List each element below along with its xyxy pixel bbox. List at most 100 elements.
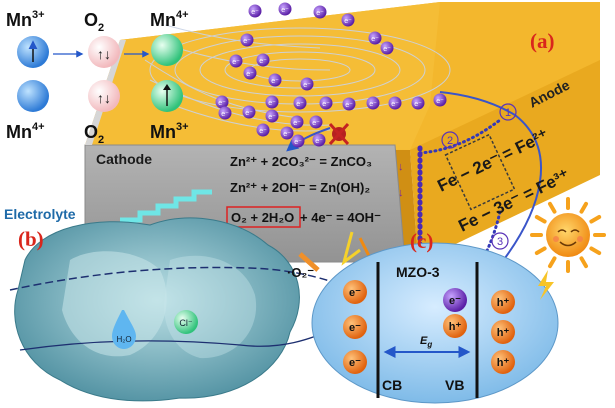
mn4-sphere-top xyxy=(151,34,183,66)
cb-electron-1: e⁻ xyxy=(343,280,367,304)
sun-ray-4 xyxy=(548,256,557,269)
o2-sphere-top xyxy=(88,36,120,68)
electron-19: e⁻ xyxy=(433,93,447,107)
charge-carriers: e⁻ e⁻ e⁻ e⁻ h⁺ h⁺ h⁺ h⁺ xyxy=(343,280,515,374)
panel-label-c: (c) xyxy=(410,229,433,253)
anode-edge xyxy=(395,150,418,262)
svg-text:e⁻: e⁻ xyxy=(283,131,291,138)
mn3-label-top: Mn3+ xyxy=(6,9,45,30)
electron-20: e⁻ xyxy=(215,95,229,109)
svg-text:e⁻: e⁻ xyxy=(344,18,352,25)
o2-sphere-bottom xyxy=(88,80,120,112)
staircase xyxy=(120,189,212,223)
vb-label: VB xyxy=(445,377,464,393)
svg-text:e⁻: e⁻ xyxy=(322,101,330,108)
electron-7: e⁻ xyxy=(229,54,243,68)
svg-text:2: 2 xyxy=(447,135,453,147)
cb-electron-2: e⁻ xyxy=(343,315,367,339)
electron-28: e⁻ xyxy=(256,123,270,137)
electron-14: e⁻ xyxy=(319,96,333,110)
svg-text:1: 1 xyxy=(505,107,511,119)
svg-text:e⁻: e⁻ xyxy=(221,111,229,118)
electron-23: e⁻ xyxy=(265,109,279,123)
mn4-label-bottom: Mn4+ xyxy=(6,121,45,142)
electron-5: e⁻ xyxy=(380,41,394,55)
spin-state-diagram: Mn3+ O2 Mn4+ ↑↓ ↑↓ Mn4+ O2 Mn3+ xyxy=(6,9,189,146)
reaction-zinc-carbonate: Zn²⁺ + 2CO₃²⁻ = ZnCO₃ xyxy=(230,154,372,169)
svg-text:e⁻: e⁻ xyxy=(268,114,276,121)
electron-10: e⁻ xyxy=(268,73,282,87)
electron-0: e⁻ xyxy=(248,4,262,18)
svg-text:3: 3 xyxy=(497,236,503,248)
svg-text:h⁺: h⁺ xyxy=(497,357,510,369)
svg-text:e⁻: e⁻ xyxy=(281,7,289,14)
electrolyte-label: Electrolyte xyxy=(4,206,76,222)
svg-text:e⁻: e⁻ xyxy=(271,78,279,85)
electron-3: e⁻ xyxy=(341,13,355,27)
electron-path-branch xyxy=(286,127,331,152)
svg-text:e⁻: e⁻ xyxy=(369,101,377,108)
panel-label-b: (b) xyxy=(18,227,44,251)
svg-text:h⁺: h⁺ xyxy=(497,297,510,309)
sun-ray-8 xyxy=(548,201,557,214)
svg-text:e⁻: e⁻ xyxy=(243,38,251,45)
electron-cluster: e⁻e⁻e⁻e⁻e⁻e⁻e⁻e⁻e⁻e⁻e⁻e⁻e⁻e⁻e⁻e⁻e⁻e⁻e⁻e⁻… xyxy=(215,2,447,148)
mn4-sphere-bottom xyxy=(17,80,49,112)
electron-27: e⁻ xyxy=(312,133,326,147)
gap-hole: h⁺ xyxy=(443,314,467,338)
panel-label-a: (a) xyxy=(530,29,555,53)
reaction-zinc-hydroxide: Zn²⁺ + 2OH⁻ = Zn(OH)₂ xyxy=(230,180,370,195)
svg-text:↑↓: ↑↓ xyxy=(97,46,111,62)
electron-4: e⁻ xyxy=(368,31,382,45)
svg-text:e⁻: e⁻ xyxy=(245,110,253,117)
svg-text:h⁺: h⁺ xyxy=(497,327,510,339)
svg-text:e⁻: e⁻ xyxy=(316,10,324,17)
lightning-bolt-icon xyxy=(538,270,554,300)
sun-ray-10 xyxy=(579,201,588,214)
blocked-marker xyxy=(328,122,350,146)
svg-text:↑↓: ↑↓ xyxy=(97,90,111,106)
svg-text:e⁻: e⁻ xyxy=(315,138,323,145)
precipitate-arrow-1: ↓ xyxy=(398,161,404,173)
svg-text:e⁻: e⁻ xyxy=(391,101,399,108)
reaction-oxygen-rest: + 4e⁻ = 4OH⁻ xyxy=(300,210,381,225)
step-marker-1: 1 xyxy=(499,103,517,121)
electron-25: e⁻ xyxy=(309,115,323,129)
mn3-label-bottom: Mn3+ xyxy=(150,121,189,142)
electron-8: e⁻ xyxy=(243,66,257,80)
electron-17: e⁻ xyxy=(388,96,402,110)
cathode-label: Cathode xyxy=(96,151,152,167)
electron-24: e⁻ xyxy=(290,115,304,129)
svg-text:e⁻: e⁻ xyxy=(436,98,444,105)
electron-13: e⁻ xyxy=(293,96,307,110)
electron-9: e⁻ xyxy=(256,53,270,67)
svg-text:e⁻: e⁻ xyxy=(345,102,353,109)
svg-text:e⁻: e⁻ xyxy=(232,59,240,66)
svg-text:e⁻: e⁻ xyxy=(246,71,254,78)
svg-text:e⁻: e⁻ xyxy=(349,322,361,334)
svg-text:e⁻: e⁻ xyxy=(294,139,302,146)
electron-11: e⁻ xyxy=(300,77,314,91)
dotted-connector-upper xyxy=(418,118,502,155)
sun-ray-1 xyxy=(589,246,602,255)
chloride-ion: Cl⁻ xyxy=(174,310,198,334)
sun-ray-7 xyxy=(534,215,547,224)
sun-ray-2 xyxy=(579,256,588,269)
electron-15: e⁻ xyxy=(342,97,356,111)
anode-right-face xyxy=(410,60,600,262)
cb-electron-3: e⁻ xyxy=(343,350,367,374)
excited-electron: e⁻ xyxy=(443,288,467,312)
svg-text:e⁻: e⁻ xyxy=(251,9,259,16)
photon-arrow xyxy=(341,231,361,266)
reaction-oxygen-boxed: O₂ + 2H₂O xyxy=(231,210,294,225)
sun-icon xyxy=(530,197,606,273)
water-droplet-icon: H₂O xyxy=(112,310,136,349)
svg-text:e⁻: e⁻ xyxy=(383,46,391,53)
superoxide-arrow xyxy=(298,252,320,272)
electron-1: e⁻ xyxy=(278,2,292,16)
electron-path xyxy=(439,91,542,259)
svg-text:e⁻: e⁻ xyxy=(371,36,379,43)
svg-text:e⁻: e⁻ xyxy=(449,295,461,307)
o2-label-top: O2 xyxy=(84,10,104,34)
